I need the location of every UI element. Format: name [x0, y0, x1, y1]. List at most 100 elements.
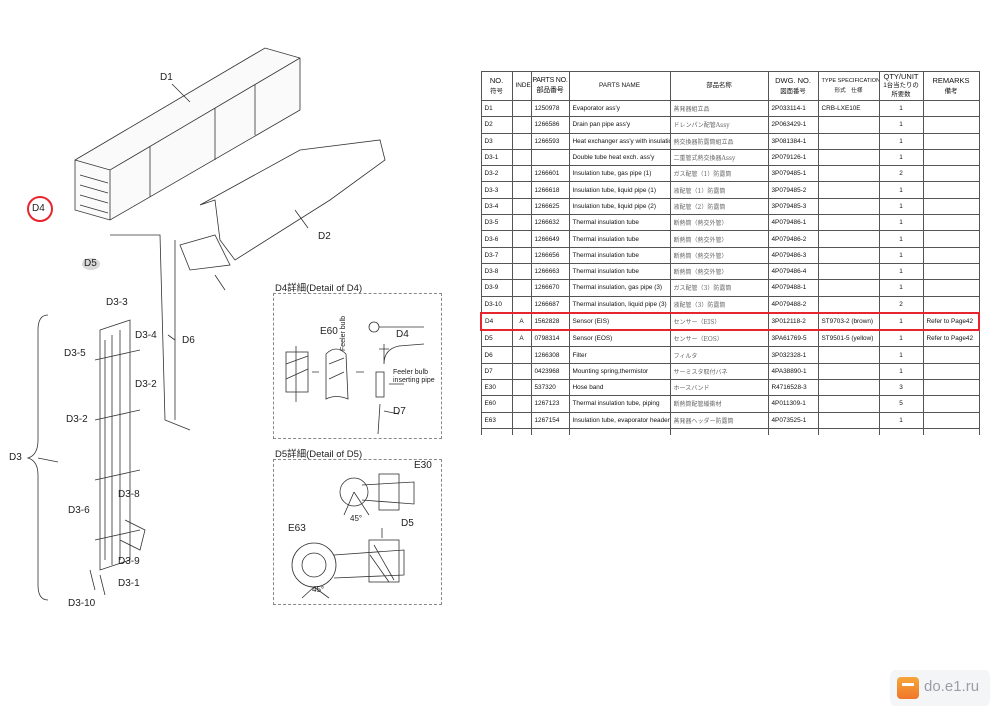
- cell-index: [511, 148, 532, 167]
- cell-no: D3-9: [480, 279, 513, 297]
- cell-remarks: Refer to Page42: [922, 311, 980, 332]
- cell-dwg-no: 4P073525-1: [767, 411, 819, 429]
- empty-cell: [480, 427, 513, 435]
- cell-dwg-no: 4P079488-2: [767, 295, 819, 314]
- cell-index: A: [511, 329, 532, 348]
- cell-dwg-no: 3P032328-1: [767, 346, 819, 364]
- label-d6: D6: [182, 335, 195, 346]
- watermark-text: do.e1.ru: [924, 678, 980, 695]
- cell-qty: 1: [878, 230, 924, 248]
- cell-remarks: [922, 214, 980, 232]
- detail-d5-d5: D5: [401, 518, 414, 529]
- cell-dwg-no: 3P079485-3: [767, 197, 819, 216]
- cell-type-spec: [817, 246, 880, 264]
- cell-index: [511, 279, 532, 297]
- cell-type-spec: [817, 279, 880, 297]
- cell-type-spec: [817, 116, 880, 134]
- detail-d4-feeler-bulb: Feeler bulb: [340, 315, 347, 351]
- cell-parts-name: Hose band: [568, 379, 671, 397]
- cell-parts-no: 1250978: [530, 99, 570, 118]
- cell-qty: 1: [878, 116, 924, 134]
- header-dwg-no: DWG. NO.図面番号: [767, 71, 819, 101]
- cell-dwg-no: 3P081384-1: [767, 132, 819, 150]
- cell-type-spec: [817, 295, 880, 314]
- cell-parts-no: [530, 148, 570, 167]
- cell-remarks: [922, 246, 980, 264]
- header-parts-name: PARTS NAME: [568, 71, 671, 101]
- cell-no: D3-5: [480, 214, 513, 232]
- cell-parts-name: Insulation tube, liquid pipe (2): [568, 197, 671, 216]
- cell-parts-name: Insulation tube, evaporator header: [568, 411, 671, 429]
- cell-parts-name: Thermal insulation, gas pipe (3): [568, 279, 671, 297]
- header-parts-no: PARTS NO.部品番号: [530, 71, 570, 101]
- label-d1: D1: [160, 72, 173, 83]
- cell-jp-name: ドレンパン配管Assy: [669, 116, 769, 134]
- cell-dwg-no: 4P079486-3: [767, 246, 819, 264]
- cell-parts-no: 1266586: [530, 116, 570, 134]
- label-d5: D5: [84, 258, 97, 269]
- cell-dwg-no: 4P011309-1: [767, 395, 819, 413]
- cell-parts-name: Insulation tube, gas pipe (1): [568, 165, 671, 183]
- cell-index: [511, 99, 532, 118]
- empty-cell: [568, 427, 671, 435]
- cell-index: [511, 165, 532, 183]
- cell-parts-name: Heat exchanger ass'y with insulation: [568, 132, 671, 150]
- cell-no: D1: [480, 99, 513, 118]
- cell-qty: 1: [878, 214, 924, 232]
- detail-d5-title: D5詳細(Detail of D5): [275, 449, 363, 460]
- cell-parts-no: 1266687: [530, 295, 570, 314]
- cell-remarks: [922, 379, 980, 397]
- label-d3-8: D3-8: [118, 489, 140, 500]
- cell-jp-name: 蒸発器組立品: [669, 99, 769, 118]
- cell-remarks: [922, 230, 980, 248]
- cell-parts-no: 1266308: [530, 346, 570, 364]
- cell-qty: 1: [878, 329, 924, 348]
- cell-no: D3-3: [480, 181, 513, 199]
- cell-jp-name: 液配管（1）防露筒: [669, 181, 769, 199]
- cell-type-spec: [817, 395, 880, 413]
- cell-parts-no: 1562828: [530, 311, 570, 332]
- label-d3-5: D3-5: [64, 348, 86, 359]
- cell-index: [511, 346, 532, 364]
- label-d3-1: D3-1: [118, 578, 140, 589]
- cell-type-spec: [817, 411, 880, 429]
- label-d3-2-right: D3-2: [135, 379, 157, 390]
- cell-parts-no: 1266601: [530, 165, 570, 183]
- cell-type-spec: [817, 346, 880, 364]
- cell-parts-no: 1266656: [530, 246, 570, 264]
- cell-qty: 2: [878, 165, 924, 183]
- detail-d5-e30: E30: [414, 460, 432, 471]
- label-d4: D4: [32, 203, 45, 214]
- detail-d4-inserting-2: inserting pipe: [393, 377, 435, 384]
- cell-dwg-no: 3P012118-2: [767, 311, 819, 332]
- cell-parts-name: Insulation tube, liquid pipe (1): [568, 181, 671, 199]
- cell-remarks: [922, 262, 980, 281]
- cell-jp-name: 二重管式熱交換器Assy: [669, 148, 769, 167]
- cell-index: [511, 362, 532, 381]
- cell-jp-name: サーミスタ取付バネ: [669, 362, 769, 381]
- empty-cell: [767, 427, 819, 435]
- cell-parts-no: 0423968: [530, 362, 570, 381]
- cell-index: [511, 246, 532, 264]
- cell-qty: 1: [878, 279, 924, 297]
- cell-qty: 5: [878, 395, 924, 413]
- detail-d5-angle-1: 45°: [350, 514, 363, 523]
- detail-d4-e60: E60: [320, 326, 338, 337]
- cell-type-spec: [817, 181, 880, 199]
- cell-jp-name: 蒸発器ヘッダー防露筒: [669, 411, 769, 429]
- cell-no: D3-8: [480, 262, 513, 281]
- cell-index: [511, 230, 532, 248]
- cell-index: [511, 295, 532, 314]
- cell-qty: 1: [878, 262, 924, 281]
- cell-no: E30: [480, 379, 513, 397]
- cell-remarks: [922, 148, 980, 167]
